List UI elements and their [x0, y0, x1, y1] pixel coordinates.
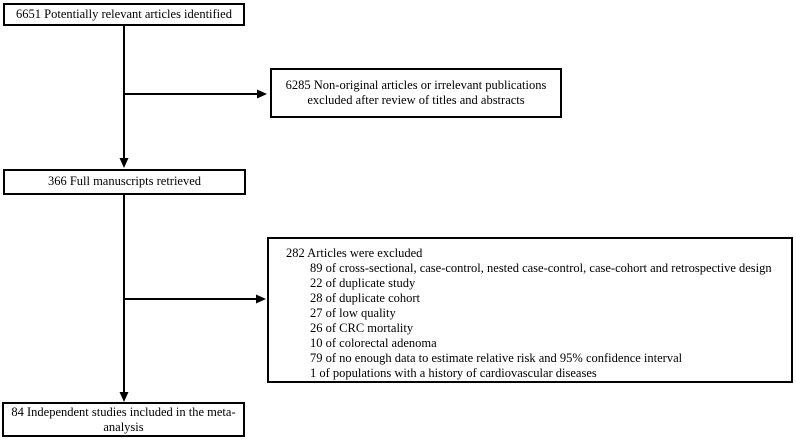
box-full-manuscripts-retrieved: 366 Full manuscripts retrieved — [3, 169, 246, 195]
box-articles-excluded: 282 Articles were excluded 89 of cross-s… — [267, 237, 793, 383]
arrowhead-retrieved-to-included — [119, 392, 129, 402]
arrowhead-branch-to-fulltext-exclusion — [256, 294, 266, 304]
excluded-reason-item: 28 of duplicate cohort — [310, 291, 421, 305]
articles-identified-label: 6651 Potentially relevant articles ident… — [16, 6, 232, 21]
excluded-titles-line-1: 6285 Non-original articles or irrelevant… — [285, 77, 547, 92]
excluded-reason-item: 89 of cross-sectional, case-control, nes… — [310, 261, 772, 275]
excluded-reason-item: 10 of colorectal adenoma — [310, 336, 437, 350]
full-manuscripts-label: 366 Full manuscripts retrieved — [47, 174, 202, 189]
box-studies-included: 84 Independent studies included in the m… — [2, 402, 245, 437]
box-excluded-titles-abstracts: 6285 Non-original articles or irrelevant… — [270, 68, 562, 118]
excluded-title: 282 Articles were excluded — [286, 246, 423, 260]
arrowhead-branch-to-screening-exclusion — [257, 89, 267, 99]
excluded-reason-item: 22 of duplicate study — [310, 276, 416, 290]
excluded-titles-line-2: excluded after review of titles and abst… — [307, 93, 525, 107]
excluded-reason-item: 26 of CRC mortality — [310, 321, 414, 335]
studies-included-line-1: 84 Independent studies included in the m… — [11, 404, 236, 419]
box-articles-identified: 6651 Potentially relevant articles ident… — [3, 3, 245, 26]
excluded-reason-item: 1 of populations with a history of cardi… — [310, 366, 597, 380]
excluded-reason-item: 79 of no enough data to estimate relativ… — [310, 351, 683, 365]
studies-included-line-2: analysis — [103, 419, 144, 434]
arrowhead-identified-to-retrieved — [119, 158, 129, 168]
excluded-reason-item: 27 of low quality — [310, 306, 396, 320]
